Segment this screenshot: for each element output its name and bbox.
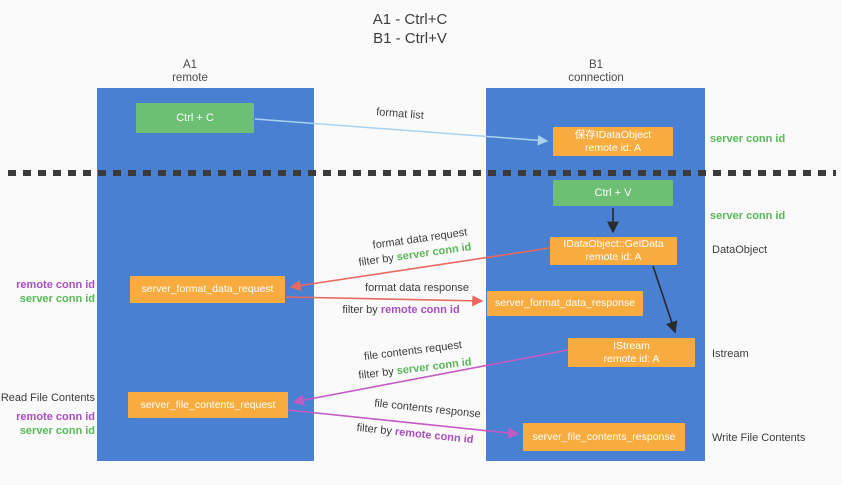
node-ctrl-v: Ctrl + V [553, 180, 673, 206]
node-save-idataobject-line2: remote id: A [584, 141, 642, 154]
label-remote-conn-id-2: remote conn id [394, 425, 474, 447]
diagram-title: A1 - Ctrl+C B1 - Ctrl+V [0, 10, 820, 48]
label-format-data-response: format data response [365, 282, 469, 294]
label-server-conn-id-2: server conn id [396, 356, 473, 378]
title-line-1: A1 - Ctrl+C [372, 11, 448, 28]
label-file-contents-response: file contents response [373, 397, 482, 421]
node-istream: IStream remote id: A [568, 338, 695, 367]
node-server-format-data-response-label: server_format_data_response [494, 297, 636, 309]
label-format-list: format list [375, 106, 425, 122]
node-ctrl-c: Ctrl + C [136, 103, 254, 133]
node-idataobject-getdata-line2: remote id: A [585, 251, 642, 263]
node-ctrl-v-label: Ctrl + V [594, 187, 632, 199]
label-remote-conn-id-1: remote conn id [380, 304, 460, 316]
node-save-idataobject-line1: 保存IDataObject [574, 128, 652, 141]
node-ctrl-c-label: Ctrl + C [176, 112, 214, 124]
node-idataobject-getdata-line1: IDataObject::GetData [563, 238, 664, 250]
annotation-istream: Istream [712, 348, 749, 360]
node-server-file-contents-response: server_file_contents_response [523, 423, 685, 451]
annotation-server-conn-id-2: server conn id [19, 425, 95, 437]
node-save-idataobject: 保存IDataObject remote id: A [553, 127, 673, 156]
lifeline-b1-role: connection [568, 72, 624, 84]
node-server-file-contents-response-label: server_file_contents_response [532, 430, 676, 443]
node-server-format-data-response: server_format_data_response [487, 291, 643, 316]
lifeline-b1-header: B1 connection [536, 59, 656, 85]
label-filter-by-prefix-2: filter by [342, 304, 381, 316]
label-filter-by-remote-1: filter by remote conn id [336, 304, 466, 316]
node-istream-line2: remote id: A [603, 352, 660, 365]
label-filter-by-prefix-1: filter by [357, 251, 398, 269]
annotation-server-conn-id-1: server conn id [19, 293, 95, 305]
label-filter-by-prefix-4: filter by [356, 421, 396, 438]
annotation-server-conn-id-mid: server conn id [710, 210, 786, 222]
section-divider [8, 170, 836, 176]
node-server-file-contents-request-label: server_file_contents_request [140, 398, 276, 411]
annotation-write-file-contents: Write File Contents [712, 432, 806, 444]
lifeline-b1-id: B1 [588, 59, 604, 71]
lifeline-a1-header: A1 remote [130, 59, 250, 85]
lifeline-a1-id: A1 [182, 59, 198, 71]
label-filter-by-remote-2: filter by remote conn id [345, 421, 485, 448]
annotation-remote-conn-id-1: remote conn id [16, 279, 95, 291]
annotation-remote-conn-id-2: remote conn id [16, 411, 95, 423]
annotation-read-file-contents-group: Read File Contents remote conn id server… [1, 391, 95, 438]
node-idataobject-getdata: IDataObject::GetData remote id: A [550, 237, 677, 265]
annotation-left-conn-ids-1: remote conn id server conn id [16, 278, 95, 306]
node-istream-line1: IStream [613, 339, 650, 352]
annotation-read-file-contents: Read File Contents [0, 392, 95, 404]
node-server-file-contents-request: server_file_contents_request [128, 392, 288, 418]
node-server-format-data-request: server_format_data_request [130, 276, 285, 303]
annotation-data-object: DataObject [712, 244, 768, 256]
node-server-format-data-request-label: server_format_data_request [141, 283, 274, 295]
annotation-server-conn-id-top: server conn id [710, 133, 786, 145]
arrow-format-data-response [285, 295, 484, 307]
title-line-2: B1 - Ctrl+V [373, 30, 447, 47]
label-filter-by-prefix-3: filter by [357, 365, 398, 382]
lifeline-a1-role: remote [172, 72, 208, 84]
